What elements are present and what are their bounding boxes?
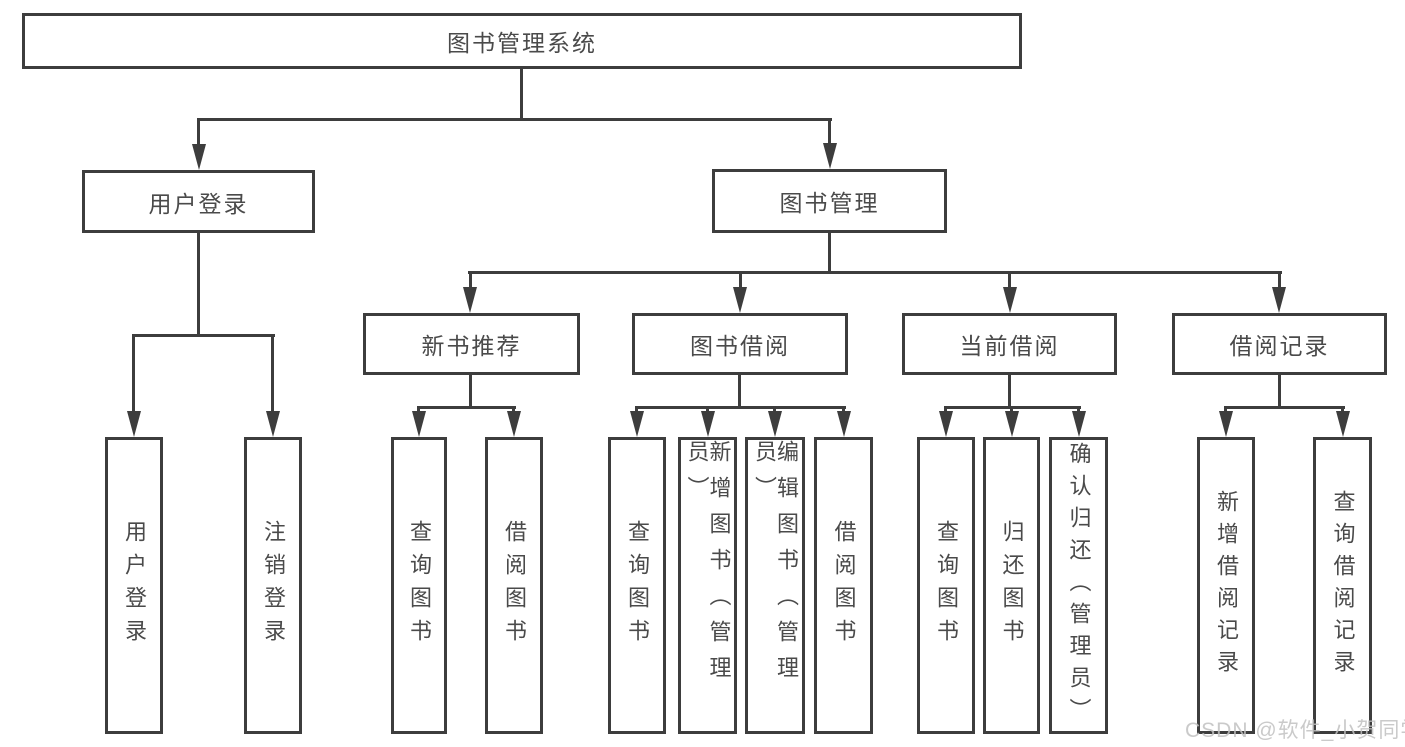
arrowhead-new-book [463,287,477,313]
leaf-br-add-record-label: 新增借阅记录 [1214,489,1239,682]
node-borrow-record-label: 借阅记录 [1229,333,1330,359]
leaf-br-add-record: 新增借阅记录 [1197,437,1255,734]
connector-drop-user-login [197,118,200,148]
leaf-bb-borrow-book-label: 借阅图书 [831,519,857,652]
arrowhead-leaf-user-login [127,411,141,437]
arrowhead-bb-edit [768,411,782,437]
csdn-watermark: CSDN @软件_小贺同学 [1185,719,1405,742]
arrowhead-bb-borrow [837,411,851,437]
node-current-borrow-label: 当前借阅 [959,333,1060,359]
leaf-cb-return-book: 归还图书 [983,437,1040,734]
leaf-nb-query-book: 查询图书 [391,437,447,734]
leaf-cb-confirm-return-admin-label: 确认归还（管理员） [1066,441,1092,730]
leaf-cb-confirm-return-admin: 确认归还（管理员） [1049,437,1108,734]
node-book-borrow: 图书借阅 [632,313,848,375]
connector-drop-bb-add [706,406,709,415]
node-book-management-label: 图书管理 [779,190,880,216]
arrowhead-br-query [1336,411,1350,437]
connector-root-stem [520,67,523,120]
leaf-user-login: 用户登录 [105,437,163,734]
arrowhead-cb-return [1005,411,1019,437]
node-new-book-recommend: 新书推荐 [363,313,580,375]
leaf-bb-add-book-admin-label: 新增图书（管理员） [684,440,732,692]
connector-drop-new-book [469,271,472,289]
node-root: 图书管理系统 [22,13,1022,69]
leaf-logout-login: 注销登录 [244,437,302,734]
leaf-br-query-record: 查询借阅记录 [1313,437,1372,734]
connector-drop-bb-edit [773,406,776,415]
node-borrow-record: 借阅记录 [1172,313,1387,375]
leaf-bb-borrow-book: 借阅图书 [814,437,873,734]
leaf-bb-edit-book-admin: 编辑图书（管理员） [745,437,805,734]
connector-drop-bb-borrow [842,406,845,415]
arrowhead-user-login [192,144,206,170]
leaf-nb-borrow-book: 借阅图书 [485,437,543,734]
connector-user-login-stem [197,231,200,336]
leaf-cb-query-book-label: 查询图书 [934,519,959,652]
connector-borrow-record-bar [1224,406,1345,409]
arrowhead-bb-query [630,411,644,437]
leaf-bb-query-book-label: 查询图书 [625,519,650,652]
connector-book-borrow-bar [635,406,846,409]
leaf-bb-edit-book-admin-label: 编辑图书（管理员） [752,440,799,692]
connector-drop-bb-query [635,406,638,415]
connector-current-borrow-stem [1008,373,1011,408]
leaf-cb-return-book-label: 归还图书 [999,519,1025,652]
leaf-cb-query-book: 查询图书 [917,437,975,734]
arrowhead-leaf-logout [266,411,280,437]
connector-drop-leaf-user-login [132,334,135,414]
leaf-nb-query-book-label: 查询图书 [407,519,432,652]
node-book-management: 图书管理 [712,169,947,233]
connector-drop-cb-return [1010,406,1013,415]
connector-book-management-stem [828,231,831,274]
node-new-book-recommend-label: 新书推荐 [421,333,522,359]
arrowhead-current-borrow [1003,287,1017,313]
node-current-borrow: 当前借阅 [902,313,1117,375]
connector-level2-bar [197,118,832,121]
connector-drop-nb-borrow [512,406,515,415]
arrowhead-nb-borrow [507,411,521,437]
node-book-borrow-label: 图书借阅 [690,333,790,359]
leaf-logout-login-label: 注销登录 [261,519,286,652]
leaf-user-login-label: 用户登录 [122,519,147,652]
arrowhead-br-add [1219,411,1233,437]
connector-new-book-bar [417,406,516,409]
connector-drop-book-borrow [739,271,742,289]
arrowhead-book-management [823,143,837,169]
node-root-label: 图书管理系统 [447,30,597,56]
arrowhead-borrow-record [1272,287,1286,313]
connector-borrow-record-stem [1278,373,1281,408]
connector-drop-cb-query [944,406,947,415]
connector-drop-nb-query [417,406,420,415]
leaf-nb-borrow-book-label: 借阅图书 [502,519,527,652]
connector-drop-br-add [1224,406,1227,415]
leaf-bb-add-book-admin: 新增图书（管理员） [678,437,737,734]
connector-drop-cb-confirm [1077,406,1080,415]
arrowhead-book-borrow [733,287,747,313]
leaf-br-query-record-label: 查询借阅记录 [1330,489,1356,682]
arrowhead-bb-add [701,411,715,437]
connector-drop-book-management [828,118,831,147]
connector-drop-borrow-record [1278,271,1281,289]
arrowhead-cb-confirm [1072,411,1086,437]
connector-user-login-bar [132,334,275,337]
connector-book-borrow-stem [738,373,741,408]
connector-new-book-stem [469,373,472,408]
leaf-bb-query-book: 查询图书 [608,437,666,734]
connector-level3-bar [468,271,1282,274]
arrowhead-cb-query [939,411,953,437]
arrowhead-nb-query [412,411,426,437]
node-user-login: 用户登录 [82,170,315,233]
connector-drop-br-query [1341,406,1344,415]
node-user-login-label: 用户登录 [148,190,249,217]
connector-drop-leaf-logout [271,334,274,414]
connector-drop-current-borrow [1008,271,1011,289]
